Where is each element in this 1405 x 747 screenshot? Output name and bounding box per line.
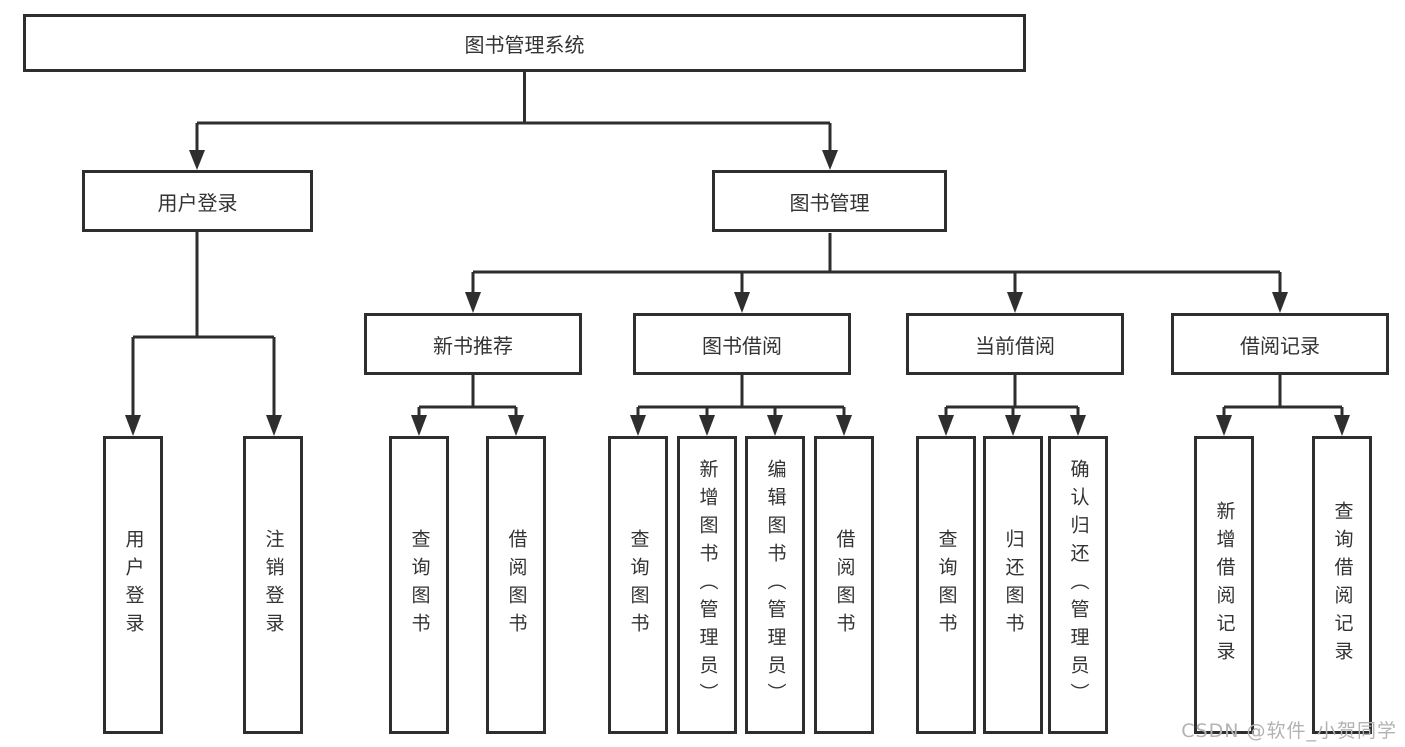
leaf-user-login-label: 用户登录 <box>122 529 145 641</box>
arrowhead <box>734 292 750 313</box>
node-new-book-recommend-label: 新书推荐 <box>433 333 513 358</box>
leaf-edit-books-admin: 编辑图书（管理员） <box>745 436 805 734</box>
leaf-borrow-books-label: 借阅图书 <box>833 529 856 641</box>
node-current-borrow-label: 当前借阅 <box>975 333 1055 358</box>
leaf-query-books-current: 查询图书 <box>916 436 976 734</box>
leaf-return-books-label: 归还图书 <box>1002 529 1025 641</box>
leaf-edit-books-admin-label: 编辑图书（管理员） <box>764 459 787 711</box>
arrowhead <box>411 415 427 436</box>
arrowhead <box>699 415 715 436</box>
leaf-return-books: 归还图书 <box>983 436 1043 734</box>
connector-current-borrow-to-leaves <box>938 375 1086 436</box>
arrowhead <box>266 415 282 436</box>
arrowhead <box>1007 292 1023 313</box>
leaf-user-login: 用户登录 <box>103 436 163 734</box>
leaf-query-books-borrow: 查询图书 <box>608 436 668 734</box>
connector-user-login-to-leaves <box>125 232 282 436</box>
node-root: 图书管理系统 <box>23 14 1026 72</box>
node-book-management: 图书管理 <box>712 170 947 232</box>
csdn-watermark: CSDN @软件_小贺同学 <box>1181 720 1397 742</box>
arrowhead <box>836 415 852 436</box>
arrowhead <box>822 150 838 170</box>
arrowhead <box>938 415 954 436</box>
node-new-book-recommend: 新书推荐 <box>364 313 582 375</box>
node-book-borrow: 图书借阅 <box>633 313 851 375</box>
connector-root-to-level2 <box>189 72 838 170</box>
leaf-query-books-recommend-label: 查询图书 <box>408 529 431 641</box>
arrowhead <box>767 415 783 436</box>
arrowhead <box>1005 415 1021 436</box>
arrowhead <box>1216 415 1232 436</box>
leaf-add-books-admin: 新增图书（管理员） <box>677 436 737 734</box>
connector-new-book-to-leaves <box>411 375 524 436</box>
arrowhead <box>1334 415 1350 436</box>
leaf-borrow-books: 借阅图书 <box>814 436 874 734</box>
node-book-management-label: 图书管理 <box>789 190 870 215</box>
connector-borrow-records-to-leaves <box>1216 375 1350 436</box>
leaf-borrow-books-recommend-label: 借阅图书 <box>505 529 528 641</box>
leaf-query-books-recommend: 查询图书 <box>389 436 449 734</box>
arrowhead <box>508 415 524 436</box>
leaf-add-borrow-record-label: 新增借阅记录 <box>1213 501 1236 669</box>
node-user-login-label: 用户登录 <box>157 190 238 215</box>
arrowhead <box>465 292 481 313</box>
node-current-borrow: 当前借阅 <box>906 313 1124 375</box>
node-borrow-records: 借阅记录 <box>1171 313 1389 375</box>
arrowhead <box>1070 415 1086 436</box>
node-root-label: 图书管理系统 <box>464 32 585 57</box>
leaf-logout-label: 注销登录 <box>262 529 285 641</box>
node-borrow-records-label: 借阅记录 <box>1240 333 1320 358</box>
arrowhead <box>125 415 141 436</box>
node-user-login: 用户登录 <box>82 170 313 232</box>
connector-book-borrow-to-leaves <box>630 375 852 436</box>
leaf-add-books-admin-label: 新增图书（管理员） <box>696 459 719 711</box>
leaf-query-books-current-label: 查询图书 <box>935 529 958 641</box>
leaf-query-books-borrow-label: 查询图书 <box>627 529 650 641</box>
connector-book-mgmt-to-level3 <box>465 233 1288 313</box>
leaf-confirm-return-admin-label: 确认归还（管理员） <box>1067 459 1090 711</box>
leaf-logout: 注销登录 <box>243 436 303 734</box>
arrowhead <box>630 415 646 436</box>
leaf-borrow-books-recommend: 借阅图书 <box>486 436 546 734</box>
arrowhead <box>189 150 205 170</box>
leaf-query-borrow-record: 查询借阅记录 <box>1312 436 1372 734</box>
leaf-query-borrow-record-label: 查询借阅记录 <box>1331 501 1354 669</box>
node-book-borrow-label: 图书借阅 <box>702 333 782 358</box>
leaf-add-borrow-record: 新增借阅记录 <box>1194 436 1254 734</box>
leaf-confirm-return-admin: 确认归还（管理员） <box>1048 436 1108 734</box>
arrowhead <box>1272 292 1288 313</box>
